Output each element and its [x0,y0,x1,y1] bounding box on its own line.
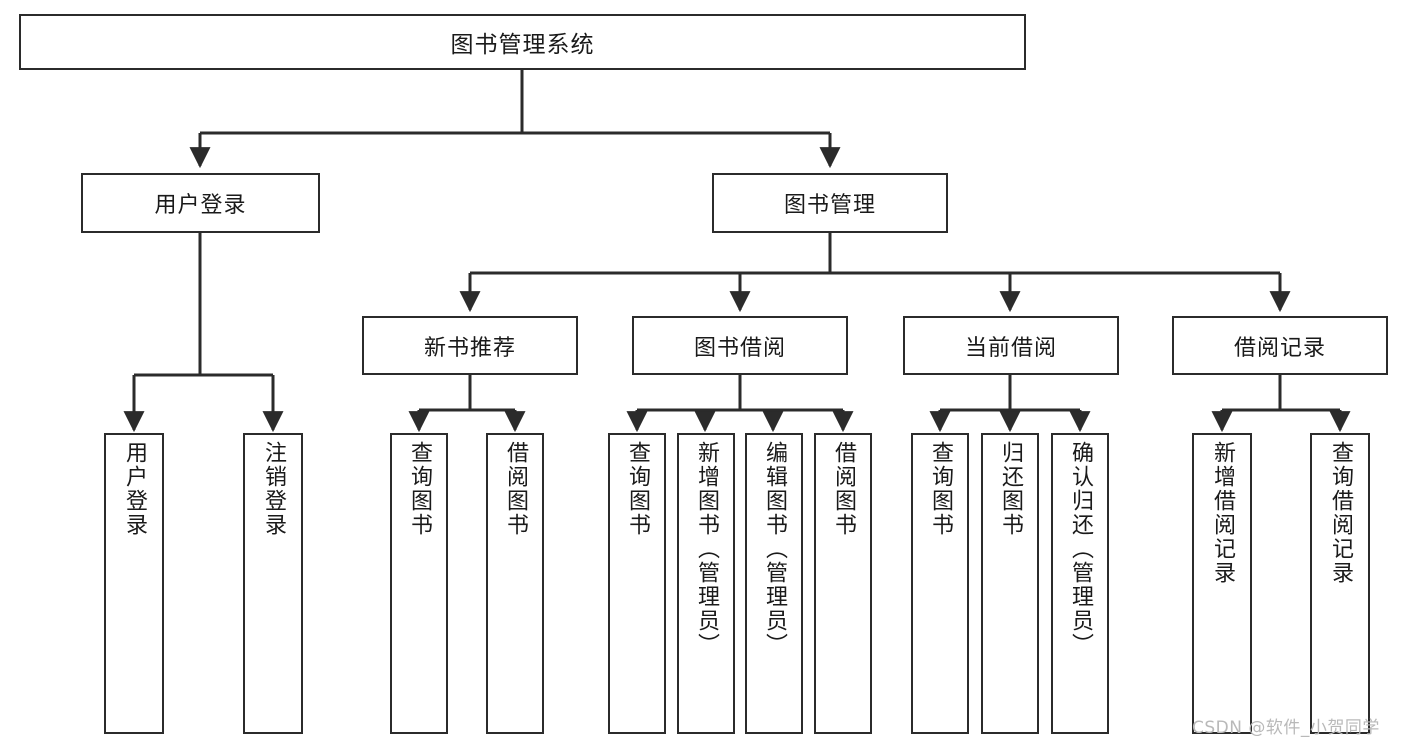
leaf-return-book[interactable]: 归还图书 [981,433,1039,734]
leaf-query-book-2[interactable]: 查询图书 [608,433,666,734]
leaf-query-book-3[interactable]: 查询图书 [911,433,969,734]
leaf-borrow-book-2-label: 借阅图书 [831,441,856,537]
node-current-borrow[interactable]: 当前借阅 [903,316,1119,375]
leaf-add-record-label: 新增借阅记录 [1210,441,1235,585]
leaf-borrow-book-1[interactable]: 借阅图书 [486,433,544,734]
node-root-label: 图书管理系统 [450,32,595,58]
node-book-manage[interactable]: 图书管理 [712,173,948,233]
leaf-user-logout[interactable]: 注销登录 [243,433,303,734]
node-borrow-record[interactable]: 借阅记录 [1172,316,1388,375]
leaf-add-book[interactable]: 新增图书（管理员） [677,433,735,734]
leaf-query-record[interactable]: 查询借阅记录 [1310,433,1370,734]
node-new-book-rec-label: 新书推荐 [423,335,516,361]
watermark: CSDN @软件_小贺同学 [1192,718,1380,738]
node-new-book-rec[interactable]: 新书推荐 [362,316,578,375]
leaf-query-book-2-label: 查询图书 [625,441,650,537]
node-borrow-record-label: 借阅记录 [1233,335,1326,361]
leaf-add-book-label: 新增图书（管理员） [694,441,719,657]
leaf-user-logout-label: 注销登录 [261,441,286,537]
node-current-borrow-label: 当前借阅 [964,335,1057,361]
node-user-login[interactable]: 用户登录 [81,173,320,233]
leaf-query-book-3-label: 查询图书 [928,441,953,537]
leaf-user-login-label: 用户登录 [122,441,147,537]
leaf-confirm-return[interactable]: 确认归还（管理员） [1051,433,1109,734]
leaf-borrow-book-1-label: 借阅图书 [503,441,528,537]
leaf-confirm-return-label: 确认归还（管理员） [1068,441,1093,657]
leaf-edit-book-label: 编辑图书（管理员） [762,441,787,657]
node-user-login-label: 用户登录 [154,193,247,218]
leaf-query-book-1[interactable]: 查询图书 [390,433,448,734]
leaf-add-record[interactable]: 新增借阅记录 [1192,433,1252,734]
node-book-manage-label: 图书管理 [783,193,876,218]
leaf-query-book-1-label: 查询图书 [407,441,432,537]
node-book-borrow-label: 图书借阅 [693,335,786,361]
leaf-query-record-label: 查询借阅记录 [1328,441,1353,585]
leaf-return-book-label: 归还图书 [998,441,1023,537]
leaf-user-login[interactable]: 用户登录 [104,433,164,734]
node-book-borrow[interactable]: 图书借阅 [632,316,848,375]
node-root[interactable]: 图书管理系统 [19,14,1026,70]
leaf-borrow-book-2[interactable]: 借阅图书 [814,433,872,734]
leaf-edit-book[interactable]: 编辑图书（管理员） [745,433,803,734]
